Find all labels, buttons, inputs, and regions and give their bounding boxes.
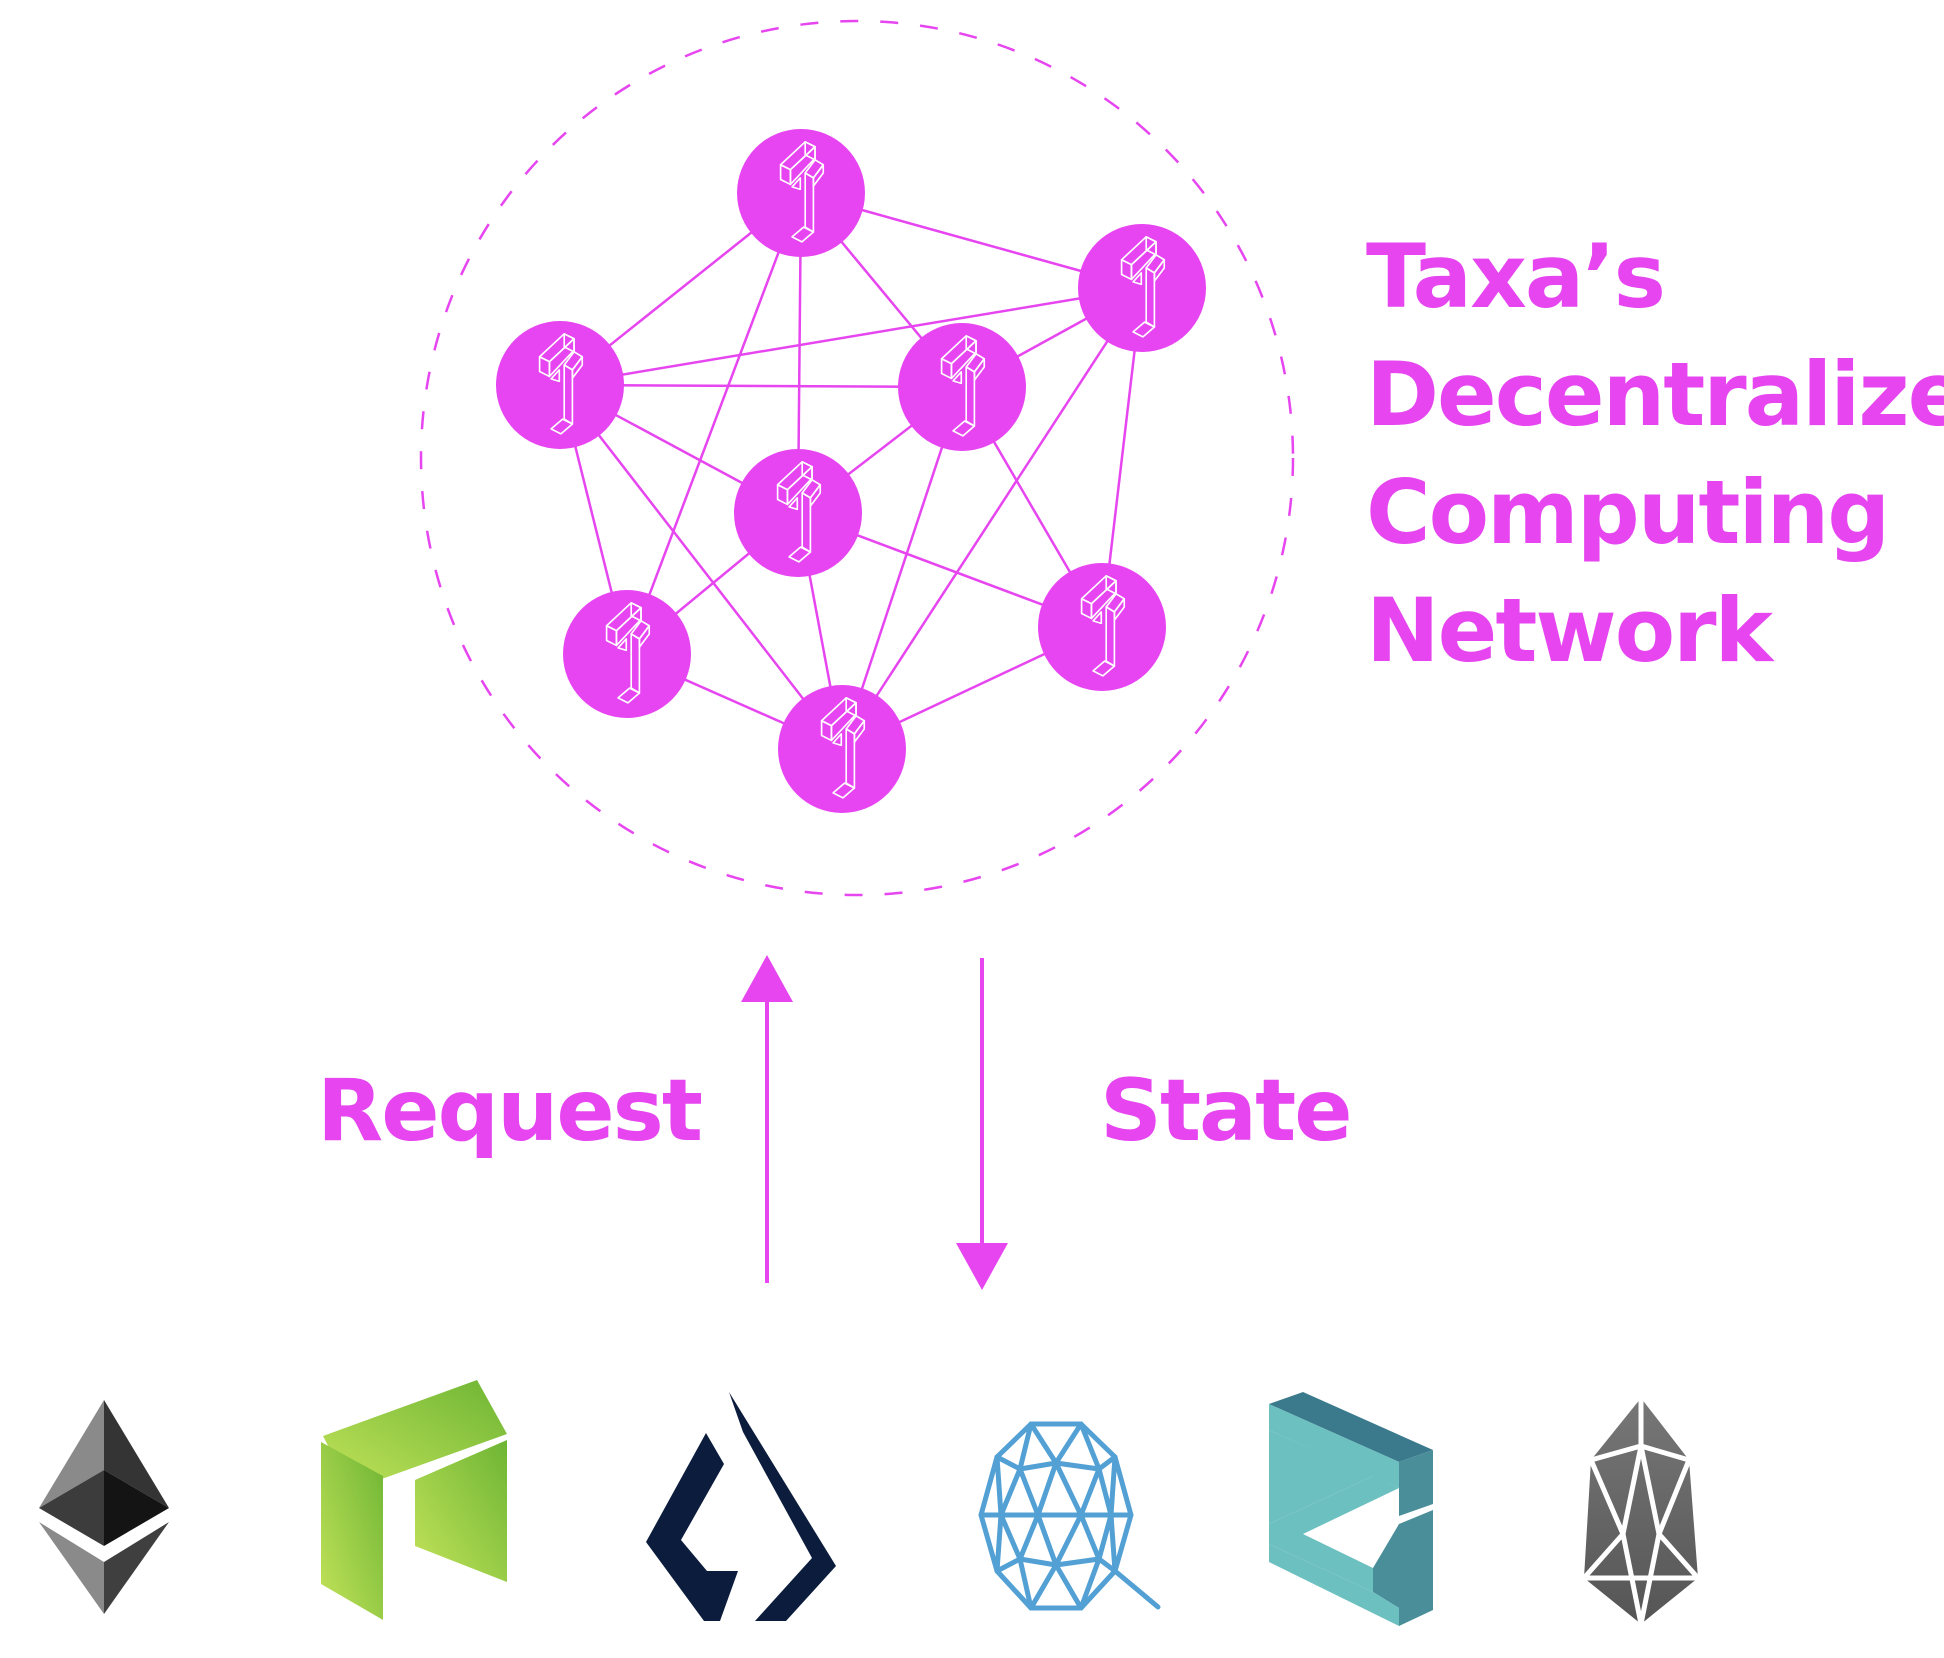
qtum-logo-icon	[978, 1421, 1161, 1611]
network-node-center-right	[898, 323, 1026, 451]
node-circle	[1078, 224, 1206, 352]
neo-logo-icon	[321, 1380, 507, 1620]
eos-logo-icon	[1581, 1395, 1701, 1627]
network-node-left	[496, 321, 624, 449]
title-line-4: Network	[1366, 579, 1773, 682]
network-node-bottom-left	[563, 590, 691, 718]
request-arrow	[741, 955, 793, 1283]
ethereum-logo-icon	[39, 1400, 169, 1614]
node-circle	[734, 449, 862, 577]
network-node-bottom-right	[1038, 563, 1166, 691]
request-label: Request	[317, 1061, 703, 1161]
network-node-bottom	[778, 685, 906, 813]
network-edge-n2-n8	[840, 287, 1144, 750]
state-label: State	[1100, 1061, 1353, 1161]
network-boundary	[419, 19, 1295, 897]
network-title: Taxa’s Decentralized Computing Network	[1366, 218, 1944, 690]
lisk-logo-icon	[646, 1392, 836, 1621]
network-node-top-right	[1078, 224, 1206, 352]
network-edge-n3-n2	[559, 286, 1143, 387]
node-circle	[778, 685, 906, 813]
node-circle	[1038, 563, 1166, 691]
node-circle	[737, 129, 865, 257]
network-node-center	[734, 449, 862, 577]
network-node-top	[737, 129, 865, 257]
state-arrow	[956, 958, 1008, 1290]
node-circle	[496, 321, 624, 449]
network-edge-n1-n6	[625, 192, 803, 655]
title-line-1: Taxa’s	[1366, 225, 1666, 328]
network-nodes	[496, 129, 1206, 813]
title-line-2: Decentralized	[1366, 343, 1944, 446]
title-line-3: Computing	[1366, 461, 1890, 564]
node-circle	[898, 323, 1026, 451]
node-circle	[563, 590, 691, 718]
network-edge-n3-n4	[559, 383, 963, 389]
network-edge-n3-n8	[559, 384, 843, 750]
zilliqa-logo-icon	[1269, 1392, 1433, 1626]
